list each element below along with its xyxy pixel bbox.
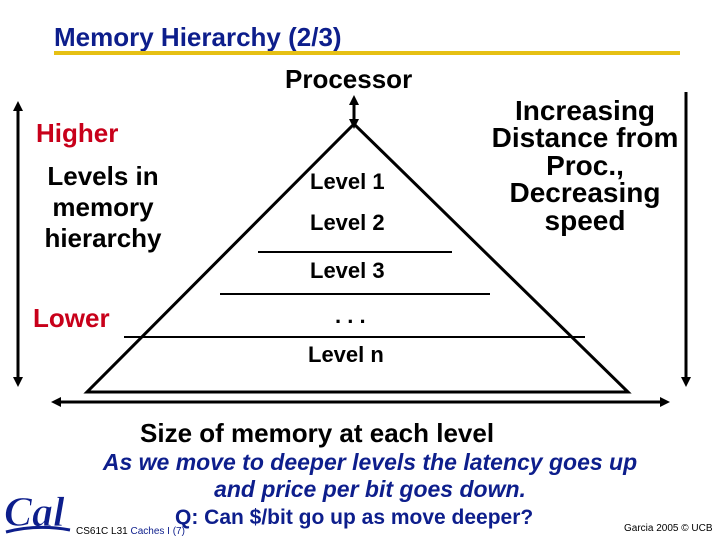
hierarchy-pyramid (83, 121, 632, 394)
title-underline (54, 51, 680, 55)
footer-course-code: CS61C L31 (76, 526, 131, 537)
latency-note: As we move to deeper levels the latency … (102, 449, 638, 502)
size-label: Size of memory at each level (140, 418, 495, 448)
distance-description: Increasing Distance from Proc., Decreasi… (491, 95, 679, 236)
footer-course: CS61C L31 Caches I (7) (76, 526, 185, 537)
cal-logo-icon: Cal (4, 490, 71, 536)
question-text: Q: Can $/bit go up as move deeper? (175, 506, 534, 529)
level-2-label: Level 2 (310, 210, 385, 235)
level-ellipsis: . . . (335, 303, 366, 328)
level-n-label: Level n (308, 342, 384, 367)
levels-description: Levels in memory hierarchy (44, 161, 162, 254)
slide-title: Memory Hierarchy (2/3) (54, 22, 342, 52)
footer-credit: Garcia 2005 © UCB (624, 523, 713, 534)
level-1-label: Level 1 (310, 169, 385, 194)
lower-label: Lower (33, 303, 110, 333)
footer-lecture: Caches I (7) (130, 526, 185, 537)
level-3-label: Level 3 (310, 258, 385, 283)
processor-label: Processor (285, 64, 413, 94)
higher-label: Higher (36, 118, 119, 148)
